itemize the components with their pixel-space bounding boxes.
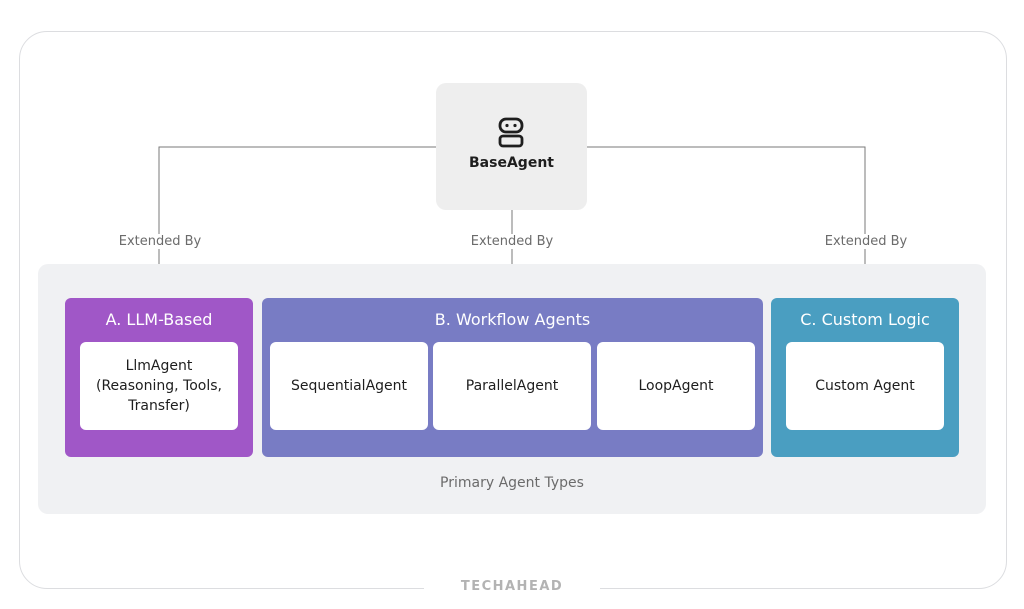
base-agent-node: BaseAgent xyxy=(436,83,587,210)
group-title: B. Workflow Agents xyxy=(434,310,591,329)
techahead-logo: TECHAHEAD xyxy=(460,579,564,594)
parallel-agent-card: ParallelAgent xyxy=(433,342,591,430)
group-title: C. Custom Logic xyxy=(800,310,930,329)
edge-label-llm-based: Extended By xyxy=(80,234,240,249)
sequential-agent-card: SequentialAgent xyxy=(270,342,428,430)
brand-gap xyxy=(424,578,600,598)
loop-agent-card: LoopAgent xyxy=(597,342,755,430)
group-llm-based: A. LLM-Based LlmAgent (Reasoning, Tools,… xyxy=(65,298,253,457)
group-workflow-agents: B. Workflow Agents SequentialAgent Paral… xyxy=(262,298,763,457)
panel-caption: Primary Agent Types xyxy=(440,475,584,491)
base-agent-label: BaseAgent xyxy=(469,155,554,171)
robot-icon xyxy=(498,117,524,148)
llm-agent-card: LlmAgent (Reasoning, Tools, Transfer) xyxy=(80,342,238,430)
group-custom-logic: C. Custom Logic Custom Agent xyxy=(771,298,959,457)
edge-label-workflow-agents: Extended By xyxy=(432,234,592,249)
group-title: A. LLM-Based xyxy=(105,310,213,329)
edge-label-custom-logic: Extended By xyxy=(786,234,946,249)
custom-agent-card: Custom Agent xyxy=(786,342,944,430)
